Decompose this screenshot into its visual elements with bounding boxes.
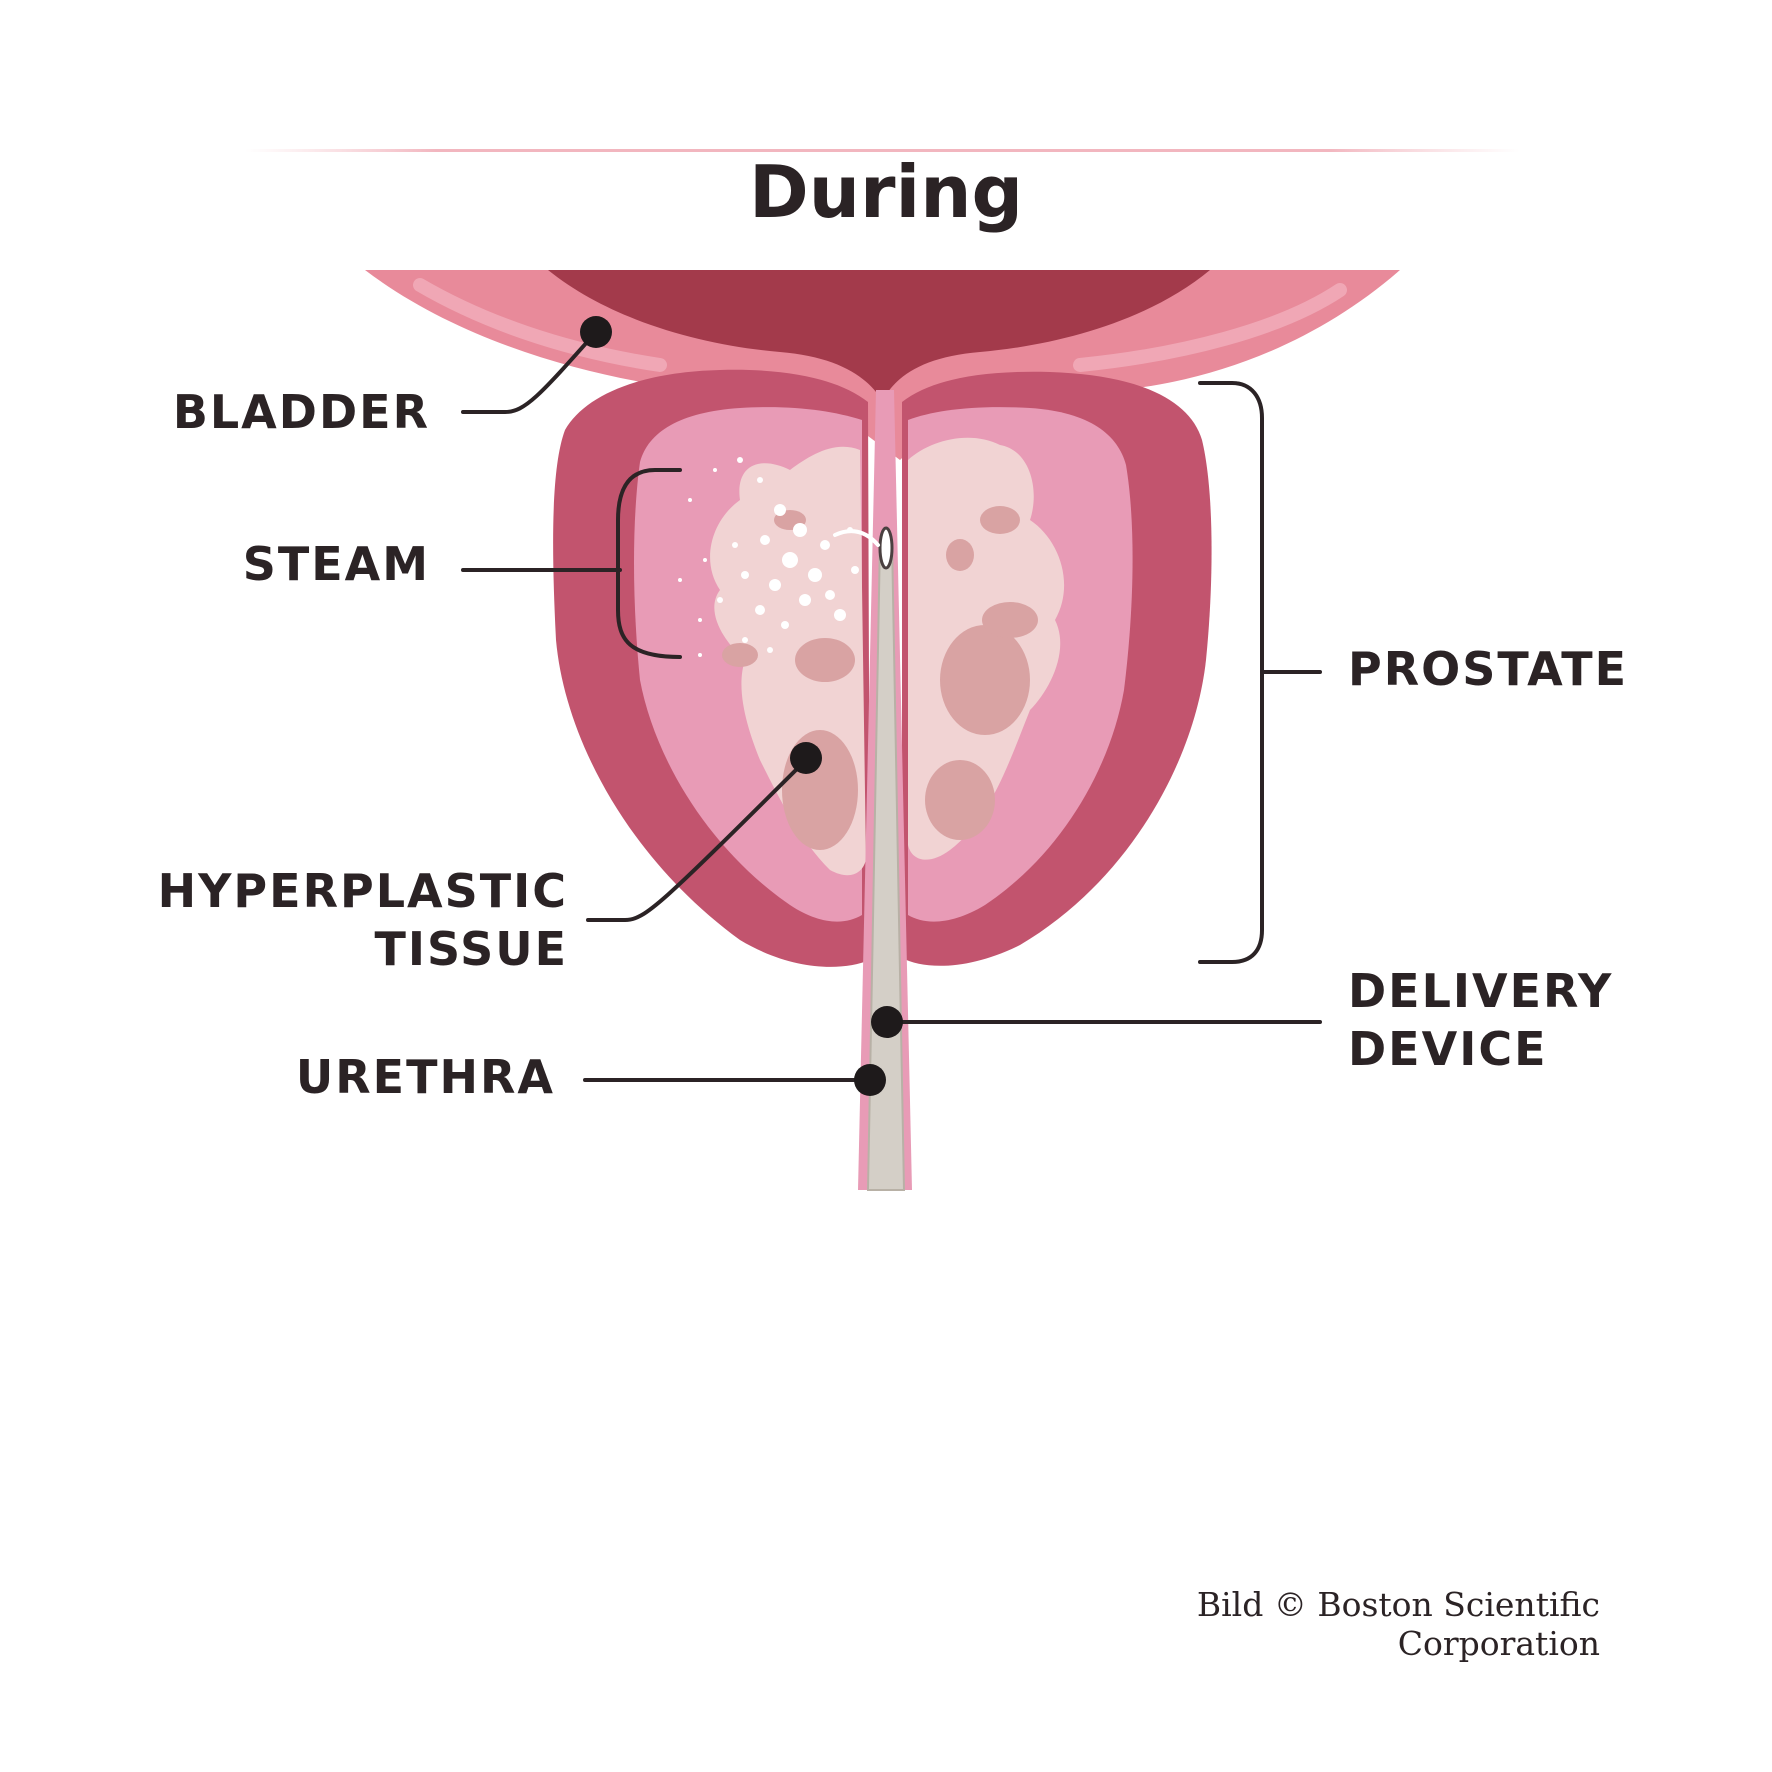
- image-credit: Bild © Boston Scientific Corporation: [1196, 1585, 1600, 1663]
- label-hyperplastic-line1: HYPERPLASTIC: [157, 864, 568, 918]
- label-prostate-text: PROSTATE: [1348, 642, 1629, 696]
- label-urethra: URETHRA: [200, 1048, 555, 1106]
- device-tip: [878, 526, 894, 570]
- label-delivery-line2: DEVICE: [1348, 1022, 1548, 1076]
- leader-dots: [580, 316, 903, 1096]
- label-steam: STEAM: [140, 535, 430, 593]
- label-bladder: BLADDER: [140, 383, 430, 441]
- leader-lines: [461, 330, 1322, 1082]
- steam-needle: [833, 529, 880, 547]
- header-divider: [245, 149, 1520, 152]
- label-hyperplastic-tissue: HYPERPLASTIC TISSUE: [120, 862, 568, 978]
- steam-dots: [678, 457, 859, 657]
- label-steam-text: STEAM: [242, 537, 430, 591]
- label-hyperplastic-line2: TISSUE: [374, 922, 568, 976]
- diagram-title: During: [748, 150, 1023, 234]
- label-prostate: PROSTATE: [1348, 640, 1628, 698]
- label-delivery-line1: DELIVERY: [1348, 964, 1614, 1018]
- label-urethra-text: URETHRA: [295, 1050, 555, 1104]
- bladder-wall-texture: [413, 278, 1347, 372]
- tissue-spots: [722, 506, 1038, 850]
- label-delivery-device: DELIVERY DEVICE: [1348, 962, 1613, 1078]
- label-bladder-text: BLADDER: [172, 385, 430, 439]
- bladder-lumen: [548, 270, 1210, 460]
